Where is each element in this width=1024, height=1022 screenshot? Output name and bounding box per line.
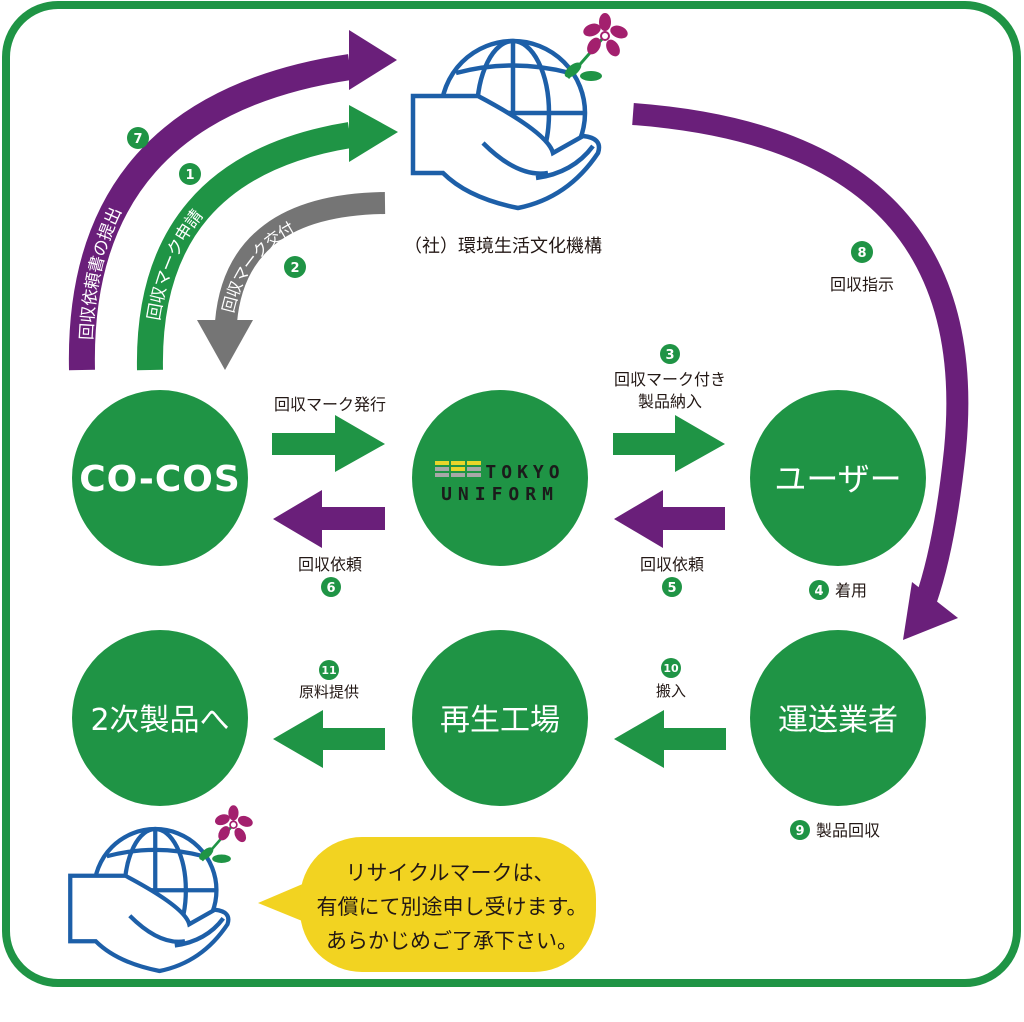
svg-text:10: 10 (663, 662, 679, 675)
notice-line1: リサイクルマークは、 (346, 861, 555, 885)
arrow-mark-issue (272, 415, 385, 472)
arc-shaft (632, 103, 969, 604)
node-cocos: CO-COS (72, 390, 248, 566)
node-recycling-factory: 再生工場 (412, 630, 588, 806)
svg-text:2次製品へ: 2次製品へ (90, 703, 229, 738)
svg-text:8: 8 (857, 246, 866, 261)
step6-label: 回収依頼 (298, 555, 362, 574)
step5-badge: 5 (662, 577, 682, 597)
step11-badge: 11 (319, 660, 339, 680)
svg-text:ユーザー: ユーザー (774, 460, 901, 498)
uniform-text: UNIFORM (441, 484, 559, 505)
arrow-step1-apply-mark (136, 105, 398, 371)
arrow-step10-bring-in (614, 710, 726, 768)
node-user: ユーザー (750, 390, 926, 566)
step10-label: 搬入 (656, 682, 686, 700)
arrow-head (197, 320, 253, 370)
arrow-step11-supply-material (273, 710, 385, 768)
step4-badge: 4 (809, 580, 829, 600)
svg-text:1: 1 (185, 168, 194, 183)
arrow-head (349, 105, 398, 162)
arrow-step2-issue-mark (197, 192, 386, 370)
mark-issue-label: 回収マーク発行 (274, 395, 386, 414)
svg-text:再生工場: 再生工場 (440, 703, 560, 738)
svg-text:7: 7 (133, 132, 142, 147)
node-carrier: 運送業者 (750, 630, 926, 806)
step9-label: 製品回収 (816, 821, 880, 840)
organization-name: （社）環境生活文化機構 (404, 236, 602, 257)
globe-in-hand-with-flower-icon (410, 13, 628, 211)
arrow-step5-collection-request (614, 490, 725, 548)
step7-badge: 7 (127, 127, 149, 149)
step1-badge: 1 (179, 163, 201, 185)
svg-text:運送業者: 運送業者 (778, 703, 898, 738)
node-tokyo-uniform: TOKYO UNIFORM (412, 390, 588, 566)
step8-label: 回収指示 (830, 275, 894, 294)
step3-label-line1: 回収マーク付き (614, 370, 726, 389)
step5-label: 回収依頼 (640, 555, 704, 574)
step6-badge: 6 (321, 577, 341, 597)
svg-text:5: 5 (667, 581, 676, 596)
globe-in-hand-with-flower-icon (68, 805, 253, 974)
notice-line3: あらかじめご了承下さい。 (326, 929, 578, 953)
arrow-head (349, 30, 397, 90)
tokyo-text: TOKYO (485, 462, 564, 483)
arrow-step3-deliver-products (613, 415, 725, 472)
arc-shaft (136, 122, 353, 371)
cocos-logo-text: CO-COS (79, 459, 241, 500)
arc-shaft (68, 54, 352, 371)
arc-shaft (215, 192, 386, 324)
step11-label: 原料提供 (299, 683, 359, 701)
arrow-step8-collection-order (632, 103, 969, 640)
step8-badge: 8 (851, 241, 873, 263)
svg-text:6: 6 (326, 581, 335, 596)
svg-text:11: 11 (321, 664, 336, 677)
arrow-step6-collection-request (273, 490, 385, 548)
organization-logo (410, 13, 628, 211)
arrow-head (903, 582, 958, 640)
svg-text:9: 9 (795, 824, 804, 839)
step10-badge: 10 (661, 658, 681, 678)
svg-text:4: 4 (814, 584, 823, 599)
arrow-step7-submit-request (68, 30, 397, 371)
recycle-mark-logo (68, 805, 253, 974)
notice-speech-bubble: リサイクルマークは、 有償にて別途申し受けます。 あらかじめご了承下さい。 (258, 837, 596, 972)
step9-badge: 9 (790, 820, 810, 840)
step2-badge: 2 (284, 256, 306, 278)
tokyo-uniform-stripes-icon (435, 461, 481, 477)
notice-line2: 有償にて別途申し受けます。 (317, 895, 588, 919)
node-secondary-products: 2次製品へ (72, 630, 248, 806)
step3-label-line2: 製品納入 (638, 392, 702, 411)
step4-label: 着用 (835, 581, 867, 600)
svg-text:2: 2 (290, 261, 299, 276)
outer-frame (2, 1, 1021, 987)
svg-text:3: 3 (665, 348, 674, 363)
step3-badge: 3 (660, 344, 680, 364)
